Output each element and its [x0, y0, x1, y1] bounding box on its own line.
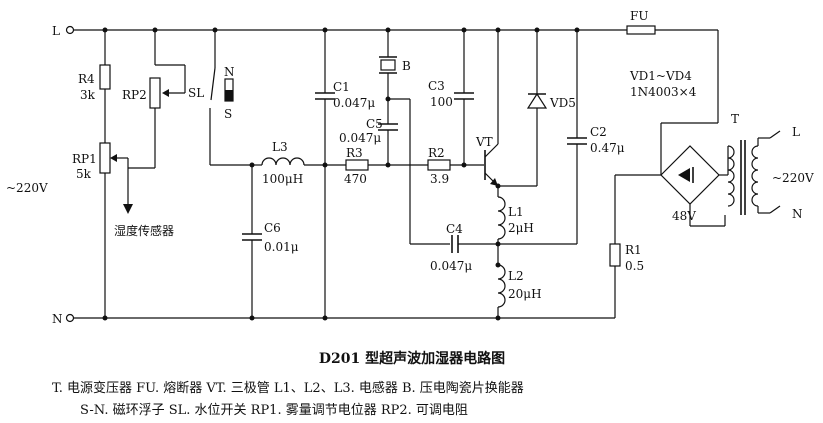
l2-name: L2 — [508, 269, 524, 283]
secondary-supply-label: ~220V — [772, 171, 814, 185]
terminal-n — [65, 313, 75, 323]
power-supply-section: FU VD1~VD4 1N4003×4 48V R1 0.5 T — [609, 9, 814, 318]
rail-l-label: L — [52, 24, 60, 38]
vd5-name: VD5 — [549, 96, 576, 110]
vd5-branch: VD5 — [526, 27, 576, 186]
l1-l2-branch: L1 2μH L2 20μH — [495, 186, 542, 321]
c5-value: 0.047μ — [339, 131, 381, 145]
bridge-name: VD1~VD4 — [629, 69, 692, 83]
rp1-wiper-arrow — [110, 154, 117, 162]
c5-name: C5 — [366, 117, 383, 131]
r3-name: R3 — [346, 146, 363, 160]
r2-name: R2 — [428, 146, 445, 160]
c1-value: 0.047μ — [333, 96, 375, 110]
secondary-n-label: N — [792, 207, 803, 221]
rp2-name: RP2 — [122, 88, 147, 102]
c4-branch: C4 0.047μ — [430, 222, 577, 273]
l1-value: 2μH — [508, 221, 534, 235]
c2-value: 0.47μ — [590, 141, 625, 155]
l3-name: L3 — [272, 140, 288, 154]
r1-name: R1 — [625, 243, 642, 257]
c4-value: 0.047μ — [430, 259, 472, 273]
r1-value: 0.5 — [625, 259, 644, 273]
vt-name: VT — [475, 135, 493, 149]
bridge-voltage: 48V — [672, 209, 696, 223]
piezo-transducer-b — [380, 59, 396, 71]
c2-name: C2 — [590, 125, 607, 139]
float-n-label: N — [224, 65, 235, 79]
transformer-t — [727, 145, 735, 207]
c4-name: C4 — [446, 222, 463, 236]
supply-voltage-label: ~220V — [6, 181, 48, 195]
sensor-arrow-icon — [123, 204, 133, 214]
c3-r2-vt-branch: C3 100 R2 3.9 VT — [427, 27, 537, 189]
legend-line-2: S-N. 磁环浮子 SL. 水位开关 RP1. 雾量调节电位器 RP2. 可调电… — [80, 403, 468, 418]
diagram-title: D201 型超声波加湿器电路图 — [319, 350, 505, 367]
bridge-part: 1N4003×4 — [630, 85, 697, 99]
inductor-l2 — [497, 264, 506, 308]
resistor-r4 — [99, 64, 111, 90]
c6-name: C6 — [264, 221, 281, 235]
float-magnet-s-pole — [225, 90, 233, 101]
humidity-sensor-label: 湿度传感器 — [114, 223, 174, 238]
float-s-label: S — [224, 107, 232, 121]
resistor-r1 — [609, 243, 621, 267]
rp2-wiper-arrow — [162, 89, 169, 97]
fuse-fu — [626, 25, 656, 35]
fu-name: FU — [630, 9, 648, 23]
resistor-r3 — [345, 159, 369, 171]
rail-n-label: N — [52, 312, 63, 326]
r2-value: 3.9 — [430, 172, 449, 186]
c1-branch: C1 0.047μ — [315, 27, 375, 321]
r4-rp1-branch: R4 3k RP1 5k 湿度传感器 — [72, 30, 174, 318]
sl-name: SL — [188, 86, 204, 100]
c1-name: C1 — [333, 80, 350, 94]
adjustable-resistor-rp2 — [149, 77, 161, 109]
r3-b-c5-branch: R3 470 B C5 0.047μ — [325, 27, 450, 245]
r4-name: R4 — [78, 72, 95, 86]
r4-value: 3k — [80, 88, 96, 102]
potentiometer-rp1 — [99, 142, 111, 174]
inductor-l3 — [261, 157, 305, 166]
rp2-sl-branch: RP2 SL N S — [122, 30, 252, 166]
c6-value: 0.01μ — [264, 240, 299, 254]
resistor-r2 — [427, 159, 451, 171]
l2-value: 20μH — [508, 287, 542, 301]
l3-value: 100μH — [262, 172, 303, 186]
c3-name: C3 — [428, 79, 445, 93]
r3-value: 470 — [344, 172, 367, 186]
l3-c6-branch: L3 100μH C6 0.01μ — [242, 140, 325, 318]
legend-line-1: T. 电源变压器 FU. 熔断器 VT. 三极管 L1、L2、L3. 电感器 B… — [52, 380, 524, 396]
terminal-l — [65, 25, 75, 35]
rp1-value: 5k — [76, 167, 92, 181]
l1-name: L1 — [508, 205, 524, 219]
inductor-l1 — [497, 196, 506, 240]
rp1-name: RP1 — [72, 152, 97, 166]
t-name: T — [731, 112, 739, 126]
c2-branch: C2 0.47μ — [567, 27, 625, 244]
n-rail-nodes — [102, 27, 255, 321]
c3-value: 100 — [430, 95, 453, 109]
secondary-l-label: L — [792, 125, 800, 139]
b-name: B — [402, 59, 411, 73]
